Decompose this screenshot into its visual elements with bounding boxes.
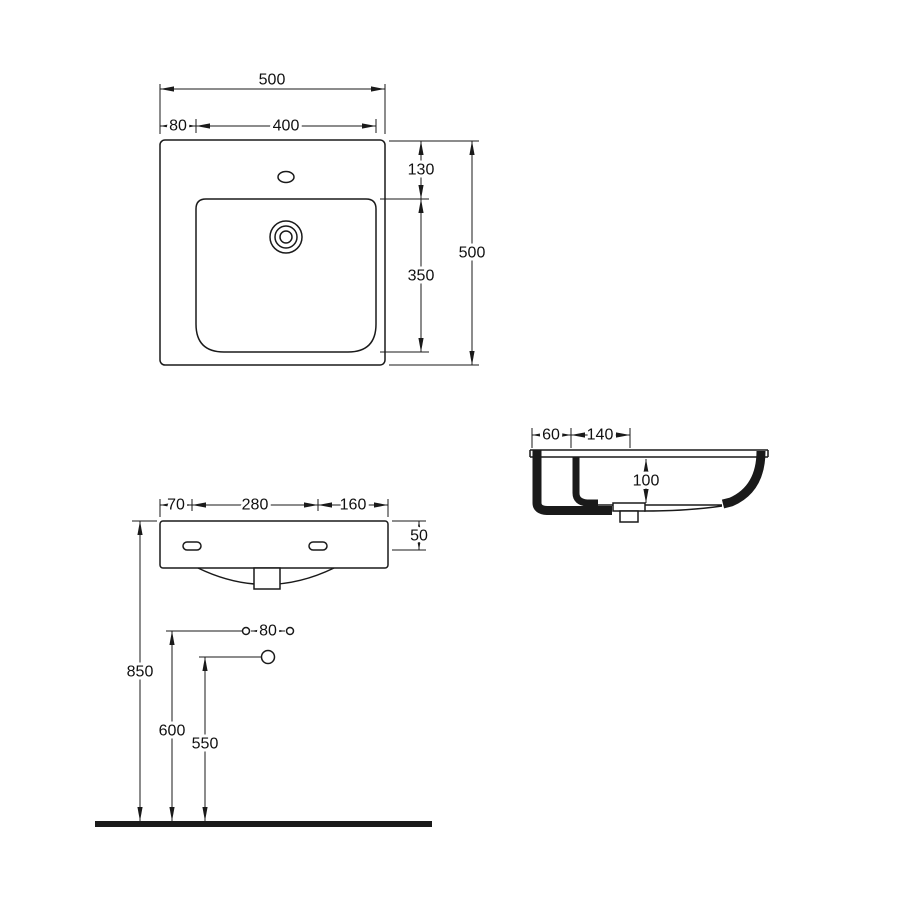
drain-front bbox=[253, 567, 281, 590]
rim-lines bbox=[529, 449, 769, 458]
dim-label-bowl-depth: 350 bbox=[408, 268, 435, 285]
drain-outer-circle bbox=[269, 220, 303, 254]
inner-ledge-wall-section bbox=[572, 457, 598, 507]
front-view: 70 280 160 50 80 850 600 550 bbox=[124, 494, 431, 821]
dim-label-bowl-offset: 80 bbox=[169, 118, 187, 135]
basin-outline bbox=[159, 139, 386, 366]
basin-front-outline bbox=[159, 520, 389, 569]
extension-lines bbox=[531, 428, 631, 448]
dim-label-bowl-width: 400 bbox=[273, 118, 300, 135]
drain-middle-circle bbox=[274, 225, 298, 249]
dim-label-inner-depth: 100 bbox=[633, 473, 660, 490]
dim-label-fixing-to-edge: 160 bbox=[340, 497, 367, 514]
drain-flange-section bbox=[612, 502, 646, 512]
drain-body-section bbox=[619, 510, 639, 523]
dim-label-back-ledge: 60 bbox=[542, 427, 560, 444]
mount-hole-left bbox=[241, 626, 251, 636]
dim-label-overall-depth: 500 bbox=[459, 245, 486, 262]
dim-label-ledge-to-drain: 140 bbox=[587, 427, 614, 444]
mount-hole-right bbox=[285, 626, 295, 636]
bowl-floor-lines bbox=[587, 504, 723, 512]
drain-inner-circle bbox=[279, 230, 293, 244]
drain-pipe-hole bbox=[260, 649, 276, 665]
dim-label-fixing-spacing: 280 bbox=[242, 497, 269, 514]
dim-label-edge-to-fixing: 70 bbox=[167, 497, 185, 514]
fixing-slot-left bbox=[182, 541, 202, 551]
section-view: 60 140 100 bbox=[529, 424, 769, 523]
fixing-slot-right bbox=[308, 541, 328, 551]
right-wall-section bbox=[721, 450, 766, 509]
dim-label-back-to-bowl: 130 bbox=[408, 162, 435, 179]
tap-hole bbox=[277, 170, 295, 184]
left-wall-section bbox=[532, 450, 612, 515]
dim-label-trap-height: 550 bbox=[192, 736, 219, 753]
dim-label-rim-height-from-floor: 850 bbox=[127, 664, 154, 681]
dim-label-overall-width: 500 bbox=[259, 72, 286, 89]
bowl-outline bbox=[195, 198, 377, 353]
top-view: 500 80 400 130 350 500 bbox=[159, 72, 488, 366]
dim-label-hole-spacing: 80 bbox=[259, 623, 277, 640]
dim-label-front-rim-height: 50 bbox=[410, 528, 428, 545]
dim-label-outlet-height: 600 bbox=[159, 723, 186, 740]
